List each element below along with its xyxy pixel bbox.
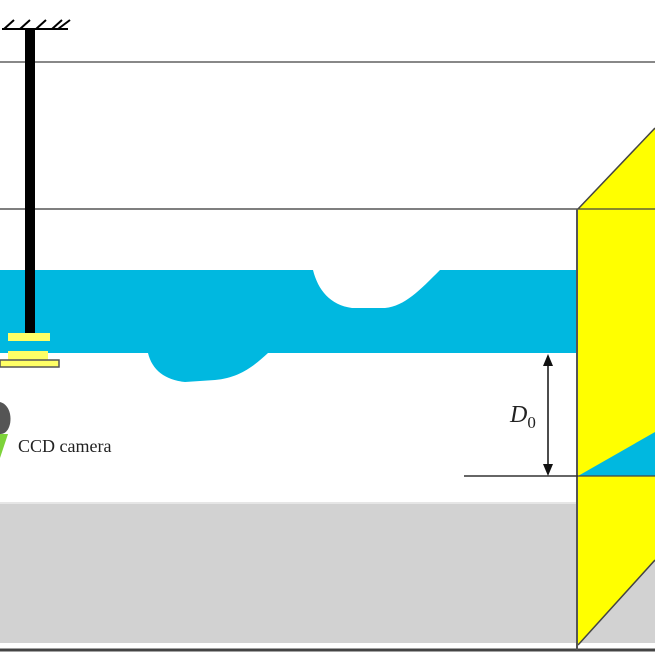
holder-bottom-plate bbox=[0, 359, 60, 368]
panel-bottom-edge bbox=[577, 559, 655, 646]
holder-top-plate bbox=[8, 333, 50, 341]
panel-top-edge bbox=[577, 127, 655, 210]
holder-base bbox=[8, 351, 48, 360]
panel-water-reflection bbox=[578, 432, 655, 476]
floor bbox=[0, 503, 655, 643]
arrow-head-up bbox=[543, 354, 553, 366]
depth-symbol: D bbox=[509, 402, 527, 428]
ccd-camera bbox=[0, 402, 11, 458]
support-rod bbox=[25, 29, 35, 334]
depth-label: D0 bbox=[509, 402, 536, 432]
depth-subscript: 0 bbox=[527, 413, 536, 432]
camera-label: CCD camera bbox=[18, 436, 111, 456]
water-layer bbox=[0, 270, 580, 382]
camera-lens bbox=[0, 434, 8, 458]
arrow-head-down bbox=[543, 464, 553, 476]
ceiling-mount bbox=[2, 19, 71, 30]
camera-body bbox=[0, 402, 11, 434]
yellow-wall-panel bbox=[578, 128, 655, 645]
